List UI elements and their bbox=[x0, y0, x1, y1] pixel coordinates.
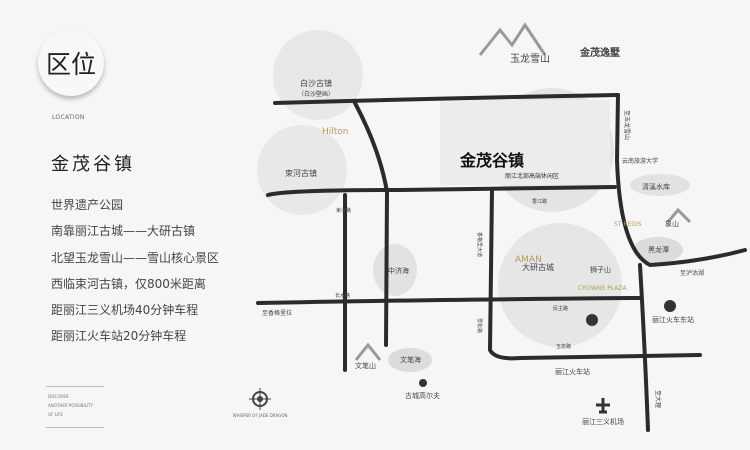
label-yunnan-uni: 云南旅游大学 bbox=[622, 157, 658, 165]
label-golf: 古城高尔夫 bbox=[405, 391, 440, 400]
baisha-circle bbox=[273, 30, 363, 120]
label-hilton: Hilton bbox=[322, 127, 349, 137]
road bbox=[266, 185, 617, 197]
label-to-lugu: 至泸沽湖 bbox=[680, 269, 704, 277]
zhongji-lake bbox=[373, 244, 417, 296]
label-baisha: 白沙古镇 bbox=[300, 78, 332, 88]
label-train: 丽江火车站 bbox=[555, 367, 590, 376]
tagline-line: ANOTHER POSSIBILITY bbox=[48, 403, 93, 408]
label-xiangjiang: 香江路 bbox=[532, 198, 547, 205]
road bbox=[638, 263, 650, 432]
label-wenbi-mt: 文笔山 bbox=[355, 361, 376, 370]
point-item: 距丽江三义机场40分钟车程 bbox=[51, 303, 199, 318]
label-stregis: ST REGIS bbox=[614, 221, 642, 228]
selling-points: 世界遗产公园 南靠丽江古城——大研古镇 北望玉龙雪山——雪山核心景区 西临束河古… bbox=[51, 196, 219, 354]
mountain-icon bbox=[478, 22, 547, 56]
label-airport: 丽江三义机场 bbox=[582, 417, 624, 426]
label-qingxi: 清溪水库 bbox=[642, 182, 670, 191]
point-item: 北望玉龙雪山——雪山核心景区 bbox=[51, 250, 220, 265]
label-wenbi-lake: 文笔海 bbox=[400, 355, 421, 364]
label-shizishan: 狮子山 bbox=[590, 265, 611, 274]
label-to-yulong: 至玉龙雪山 bbox=[623, 110, 631, 140]
label-donghe: 束河古镇 bbox=[285, 168, 317, 178]
tagline-line: DISCOVER bbox=[48, 394, 69, 399]
label-yuquan: 玉泉路 bbox=[556, 343, 571, 350]
tagline-line: OF LIFE bbox=[48, 412, 63, 417]
mountain-icon bbox=[354, 342, 382, 361]
road bbox=[353, 101, 390, 347]
label-xiangshan: 象山 bbox=[665, 219, 679, 228]
label-to-shangri: 至香格里拉 bbox=[262, 309, 292, 317]
point-item: 西临束河古镇，仅800米距离 bbox=[51, 276, 206, 291]
road bbox=[614, 93, 747, 268]
label-aman: AMAN bbox=[515, 255, 542, 265]
project-title: 金茂谷镇 bbox=[51, 154, 135, 175]
road bbox=[256, 296, 642, 305]
section-title: 区位 bbox=[45, 50, 96, 79]
project-block bbox=[440, 100, 610, 185]
label-xuesong: 雪松路 bbox=[476, 318, 483, 333]
roads bbox=[256, 93, 747, 432]
label-donghe-rd: 束河路 bbox=[336, 207, 351, 214]
label-zhongji: 中济海 bbox=[388, 266, 409, 275]
label-train-east: 丽江火车东站 bbox=[652, 315, 694, 324]
train-east-icon bbox=[664, 300, 676, 312]
brand-name: WHISPER OF JADE DRAGON bbox=[232, 413, 288, 418]
mountains bbox=[354, 22, 692, 361]
airplane-icon bbox=[596, 398, 610, 414]
road bbox=[273, 93, 620, 105]
label-baisha-sub: （白沙壁画） bbox=[298, 90, 334, 98]
label-heilongtan: 黑龙潭 bbox=[648, 245, 669, 254]
golf-icon bbox=[419, 379, 427, 387]
train-icon bbox=[586, 314, 598, 326]
map-labels: 白沙古镇 （白沙壁画） 束河古镇 大研古城 玉龙雪山 金茂逸墅 Hilton A… bbox=[262, 46, 704, 426]
point-item: 世界遗产公园 bbox=[51, 198, 124, 212]
point-item: 南靠丽江古城——大研古镇 bbox=[51, 224, 196, 239]
qingxi-lake bbox=[630, 174, 690, 196]
section-badge: 区位 bbox=[38, 30, 104, 96]
brand-logo: WHISPER OF JADE DRAGON bbox=[224, 382, 296, 418]
project-logo-sub: 丽江北部高端休闲区 bbox=[505, 172, 559, 180]
label-xiang-ave: 香格里大道 bbox=[476, 232, 483, 257]
heilongtan-lake bbox=[633, 237, 683, 263]
point-item: 距丽江火车站20分钟车程 bbox=[51, 329, 187, 344]
label-crowne: CROWNE PLAZA bbox=[578, 285, 628, 292]
road bbox=[487, 188, 702, 361]
section-subtitle: LOCATION bbox=[52, 114, 85, 121]
tagline: DISCOVER ANOTHER POSSIBILITY OF LIFE bbox=[46, 386, 104, 428]
compass-icon bbox=[249, 388, 271, 410]
label-dayan: 大研古城 bbox=[522, 262, 554, 272]
label-to-dali: 至大理 bbox=[654, 390, 662, 408]
label-minzhu: 民主路 bbox=[553, 305, 568, 312]
area-circles bbox=[257, 30, 690, 372]
map-icons bbox=[419, 300, 676, 414]
mountain-icon bbox=[666, 207, 692, 224]
label-changshui: 长水路 bbox=[335, 292, 350, 299]
label-jinmao-villa: 金茂逸墅 bbox=[579, 46, 620, 59]
label-yulong: 玉龙雪山 bbox=[510, 52, 550, 65]
wenbi-lake bbox=[388, 348, 432, 372]
project-logo: 金茂谷镇 bbox=[459, 151, 524, 170]
